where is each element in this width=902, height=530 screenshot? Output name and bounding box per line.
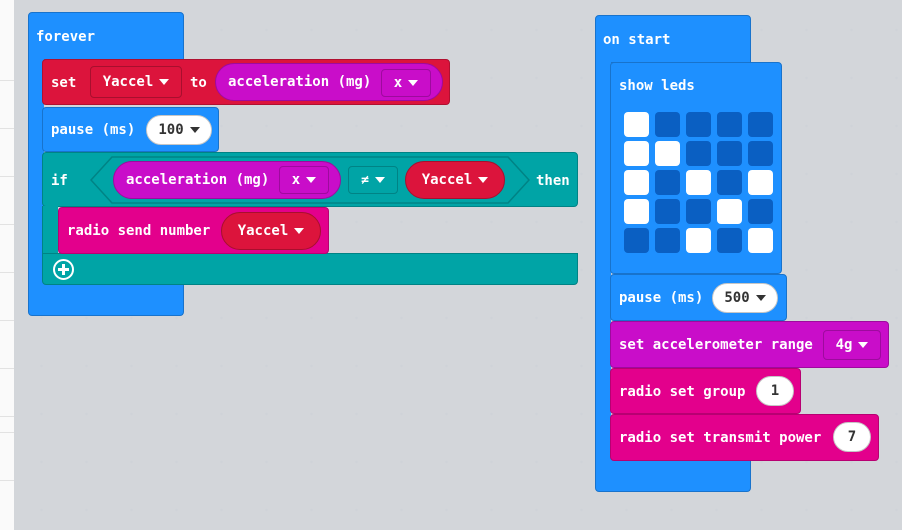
acceleration-label: acceleration (mg) xyxy=(228,74,372,90)
radio-send-variable-reporter[interactable]: Yaccel xyxy=(221,212,321,250)
accelerometer-range-block[interactable] xyxy=(610,321,889,368)
show-leds-label: show leds xyxy=(619,78,695,94)
accelerometer-range-dropdown[interactable]: 4g xyxy=(823,330,881,360)
led-cell[interactable] xyxy=(686,199,711,224)
led-cell[interactable] xyxy=(655,228,680,253)
operator-dropdown[interactable]: ≠ xyxy=(348,166,398,194)
led-cell[interactable] xyxy=(686,141,711,166)
led-cell[interactable] xyxy=(624,170,649,195)
led-cell[interactable] xyxy=(686,228,711,253)
chevron-down-icon xyxy=(374,177,385,183)
radio-set-group-label: radio set group xyxy=(619,384,746,400)
condition-axis-dropdown[interactable]: x xyxy=(279,166,329,194)
led-cell[interactable] xyxy=(717,199,742,224)
condition-axis-value: x xyxy=(291,172,301,188)
set-label: set xyxy=(51,75,77,91)
led-cell[interactable] xyxy=(655,199,680,224)
start-pause-label: pause (ms) xyxy=(619,290,704,306)
acceleration-axis-dropdown[interactable]: x xyxy=(381,69,431,97)
chevron-down-icon xyxy=(189,127,200,133)
plus-icon xyxy=(58,264,69,275)
set-variable-name: Yaccel xyxy=(102,74,154,90)
radio-group-value: 1 xyxy=(770,383,780,399)
forever-label: forever xyxy=(36,29,96,45)
to-label: to xyxy=(190,75,207,91)
radio-transmit-power-label: radio set transmit power xyxy=(619,430,822,446)
led-cell[interactable] xyxy=(655,141,680,166)
led-cell[interactable] xyxy=(655,112,680,137)
radio-send-label: radio send number xyxy=(67,223,211,239)
led-cell[interactable] xyxy=(717,228,742,253)
radio-group-input[interactable]: 1 xyxy=(756,376,794,406)
chevron-down-icon xyxy=(408,80,419,86)
chevron-down-icon xyxy=(858,342,869,348)
set-variable-dropdown[interactable]: Yaccel xyxy=(90,66,182,98)
pause-label: pause (ms) xyxy=(51,122,136,138)
condition-variable-name: Yaccel xyxy=(421,172,473,188)
led-cell[interactable] xyxy=(717,170,742,195)
condition-variable-reporter[interactable]: Yaccel xyxy=(405,161,505,199)
operator-value: ≠ xyxy=(361,172,369,188)
pause-ms-input[interactable]: 100 xyxy=(146,115,212,145)
led-cell[interactable] xyxy=(748,199,773,224)
chevron-down-icon xyxy=(478,177,489,183)
led-cell[interactable] xyxy=(624,141,649,166)
led-cell[interactable] xyxy=(655,170,680,195)
led-matrix[interactable] xyxy=(624,112,776,258)
led-cell[interactable] xyxy=(686,112,711,137)
led-cell[interactable] xyxy=(624,199,649,224)
then-label: then xyxy=(536,173,570,189)
led-cell[interactable] xyxy=(748,112,773,137)
on-start-label: on start xyxy=(603,32,671,48)
led-cell[interactable] xyxy=(748,228,773,253)
led-cell[interactable] xyxy=(748,141,773,166)
transmit-power-input[interactable]: 7 xyxy=(833,422,871,452)
led-cell[interactable] xyxy=(717,141,742,166)
add-else-button[interactable] xyxy=(53,259,74,280)
if-label: if xyxy=(51,173,68,189)
chevron-down-icon xyxy=(306,177,317,183)
chevron-down-icon xyxy=(755,295,766,301)
condition-acceleration-label: acceleration (mg) xyxy=(126,172,270,188)
led-cell[interactable] xyxy=(686,170,711,195)
chevron-down-icon xyxy=(294,228,305,234)
start-pause-ms-input[interactable]: 500 xyxy=(712,283,778,313)
transmit-power-value: 7 xyxy=(847,429,857,445)
accelerometer-range-value: 4g xyxy=(835,337,853,353)
start-pause-ms-value: 500 xyxy=(724,290,750,306)
radio-send-variable-name: Yaccel xyxy=(237,223,289,239)
led-cell[interactable] xyxy=(748,170,773,195)
led-cell[interactable] xyxy=(624,228,649,253)
acceleration-axis-value: x xyxy=(393,75,403,91)
accelerometer-range-label: set accelerometer range xyxy=(619,337,813,353)
chevron-down-icon xyxy=(159,79,170,85)
pause-ms-value: 100 xyxy=(158,122,184,138)
led-cell[interactable] xyxy=(717,112,742,137)
led-cell[interactable] xyxy=(624,112,649,137)
editor-gutter xyxy=(0,0,15,530)
